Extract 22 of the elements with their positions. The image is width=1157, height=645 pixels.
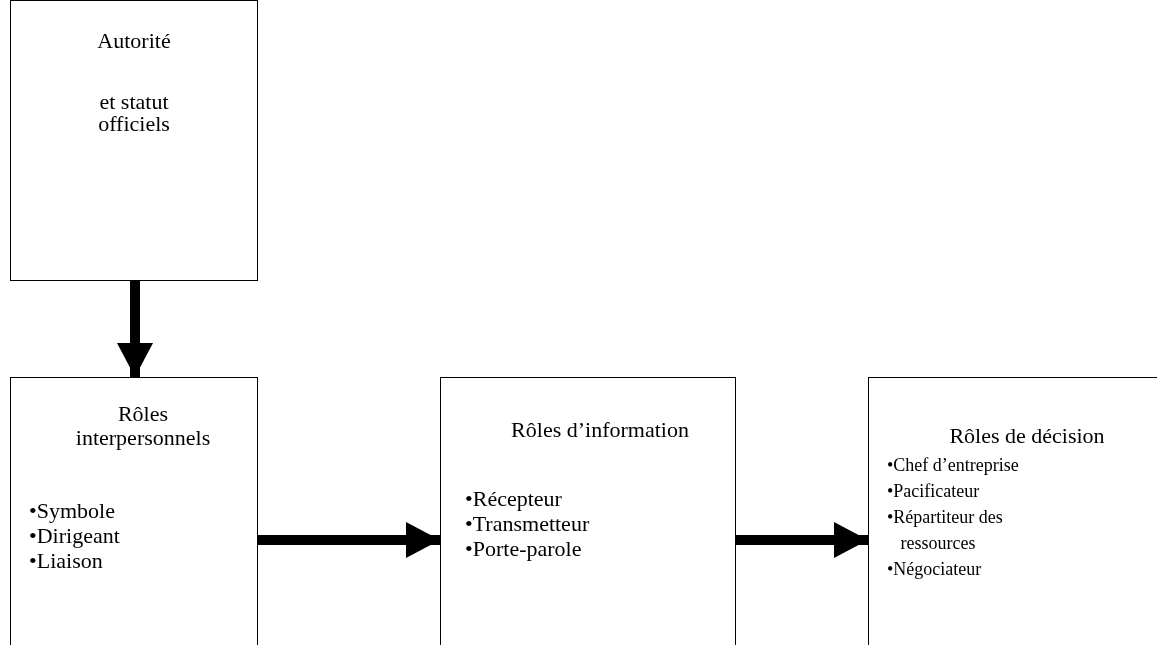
text-box [10, 377, 258, 645]
bullet-item: •Répartiteur des ressources [887, 506, 1004, 555]
arrow [258, 522, 440, 558]
arrow [736, 522, 868, 558]
arrow [117, 281, 153, 377]
bullet-item: •Négociateur [887, 558, 983, 581]
bullet-item: •Transmetteur [465, 511, 591, 536]
text-box [10, 0, 258, 281]
text-box [440, 377, 736, 645]
box-heading: Autorité [96, 29, 172, 53]
bullet-item: •Porte-parole [465, 536, 583, 561]
bullet-item: •Liaison [29, 548, 104, 573]
bullet-item: •Chef d’entreprise [887, 454, 1020, 477]
box-heading: Rôles interpersonnels [74, 402, 212, 450]
bullet-item: •Dirigeant [29, 523, 121, 548]
box-text: et statut officiels [97, 91, 171, 135]
bullet-item: •Pacificateur [887, 480, 981, 503]
box-heading: Rôles de décision [948, 424, 1106, 448]
text-box [868, 377, 1157, 645]
bullet-item: •Symbole [29, 498, 116, 523]
bullet-item: •Récepteur [465, 486, 563, 511]
box-heading: Rôles d’information [510, 418, 690, 442]
